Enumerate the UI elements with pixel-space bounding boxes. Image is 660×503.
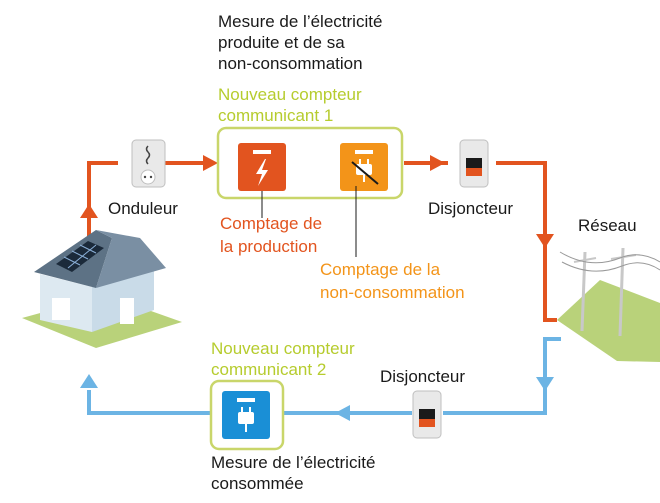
top-caption-line2: produite et de sa	[218, 33, 345, 52]
grid-icon	[557, 247, 660, 362]
consumption-arrow-down	[536, 377, 554, 391]
top-caption-line3: non-consommation	[218, 54, 363, 73]
production-meter-icon	[238, 143, 286, 191]
production-flow-line	[87, 161, 557, 322]
production-label-line1: Comptage de	[220, 214, 323, 233]
non-consumption-label-line2: non-consommation	[320, 283, 465, 302]
non-consumption-label-line1: Comptage de la	[320, 260, 441, 279]
bottom-caption: Mesure de l’électricité consommée	[211, 452, 375, 494]
production-arrow-right-2	[430, 155, 445, 171]
bottom-caption-line2: consommée	[211, 474, 304, 493]
disjoncteur-top-label: Disjoncteur	[428, 199, 514, 218]
bottom-caption-line1: Mesure de l’électricité	[211, 453, 376, 472]
reseau-label: Réseau	[578, 216, 637, 235]
production-label-line2: la production	[220, 237, 318, 256]
non-consumption-meter-icon	[340, 143, 388, 191]
onduleur-label: Onduleur	[108, 199, 178, 218]
consumption-meter-icon	[222, 391, 270, 439]
disjoncteur-bottom-label: Disjoncteur	[380, 367, 466, 386]
meter1-title: Nouveau compteur communicant 1	[218, 84, 362, 126]
inverter-icon	[131, 139, 166, 188]
top-caption: Mesure de l’électricité produite et de s…	[218, 11, 382, 74]
meter2-title-line2: communicant 2	[211, 360, 327, 379]
consumption-arrow-left	[335, 405, 350, 421]
meter1-title-line1: Nouveau compteur	[218, 85, 362, 104]
breaker-bottom-icon	[412, 390, 442, 439]
non-consumption-label: Comptage de la non-consommation	[320, 258, 465, 304]
meter2-title: Nouveau compteur communicant 2	[211, 338, 355, 380]
consumption-arrow-up	[80, 374, 98, 388]
breaker-top-icon	[459, 139, 489, 188]
top-caption-line1: Mesure de l’électricité	[218, 12, 383, 31]
production-arrow-down	[536, 234, 554, 248]
meter2-title-line1: Nouveau compteur	[211, 339, 355, 358]
production-arrow-up	[80, 204, 98, 218]
house-icon	[22, 230, 182, 348]
production-arrow-right-1	[203, 155, 218, 171]
meter1-title-line2: communicant 1	[218, 106, 334, 125]
production-label: Comptage de la production	[220, 212, 322, 258]
